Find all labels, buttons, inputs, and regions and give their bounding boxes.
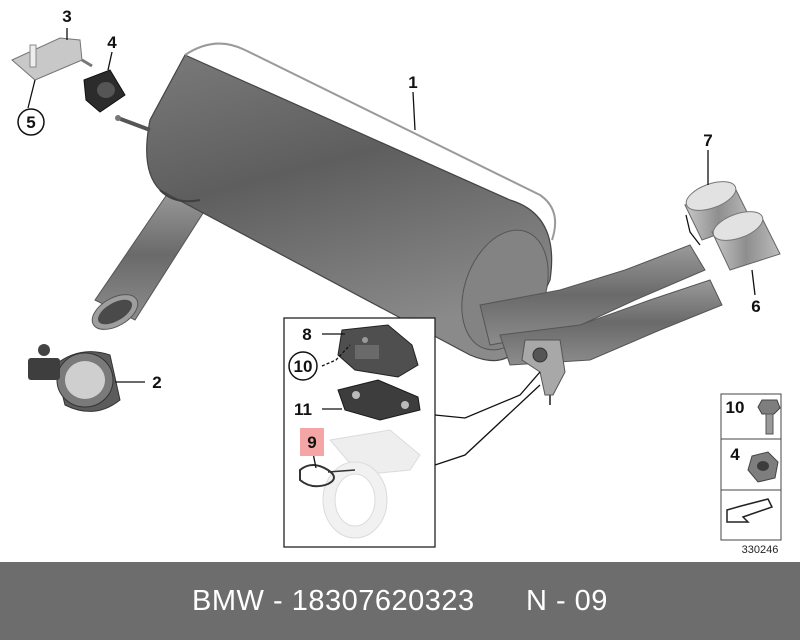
flap-housing-faded [322,429,421,539]
callout-5-circle [17,108,45,136]
actuator [337,324,419,378]
footer-gap [475,585,526,618]
leader-4 [107,51,113,71]
leader-7-connector [685,214,701,246]
leader-6 [751,269,756,296]
exploded-parts-diagram: 3 4 5 1 7 6 2 8 10 11 9 10 4 330246 [11,7,782,556]
footer-part-number: 18307620323 [291,584,475,617]
leader-5 [27,79,36,109]
footer-position-label: N - 09 [525,584,608,617]
callout-4: 4 [107,33,117,52]
detail-leader-upper [434,371,541,419]
flap-bracket [521,339,566,405]
callout-9-highlight [300,428,324,456]
diagram-number: 330246 [742,544,779,556]
callout-5: 5 [26,113,35,132]
legend-callout-10: 10 [726,398,745,417]
clamp [28,344,121,412]
rubber-mount [83,69,126,113]
callout-2: 2 [152,373,161,392]
bolt-icon [757,399,781,435]
callout-7: 7 [703,131,712,150]
footer-brand: BMW [192,584,265,617]
leader-1 [412,91,416,131]
bracket [11,37,93,81]
inlet-pipe [91,189,206,330]
footer-separator: - [264,584,292,617]
mount-stud [115,115,151,132]
callout-8: 8 [302,325,311,344]
callout-11: 11 [294,400,312,419]
callout-3: 3 [62,7,71,26]
callout-10-circle [288,351,318,381]
footer-bar: BMW - 18307620323 N - 09 [0,562,800,640]
callout-9: 9 [307,433,316,452]
nut-icon [747,451,779,483]
spring-clip [299,464,356,488]
callout-1: 1 [408,73,417,92]
gasket-plate [337,379,421,421]
detail-leader-lower [434,384,541,466]
leader-10 [321,344,351,367]
tailpipe-tip-right [711,211,781,271]
callout-6: 6 [751,297,760,316]
legend-callout-4: 4 [730,445,740,464]
direction-arrow-icon [726,498,774,523]
callout-10: 10 [294,357,313,376]
